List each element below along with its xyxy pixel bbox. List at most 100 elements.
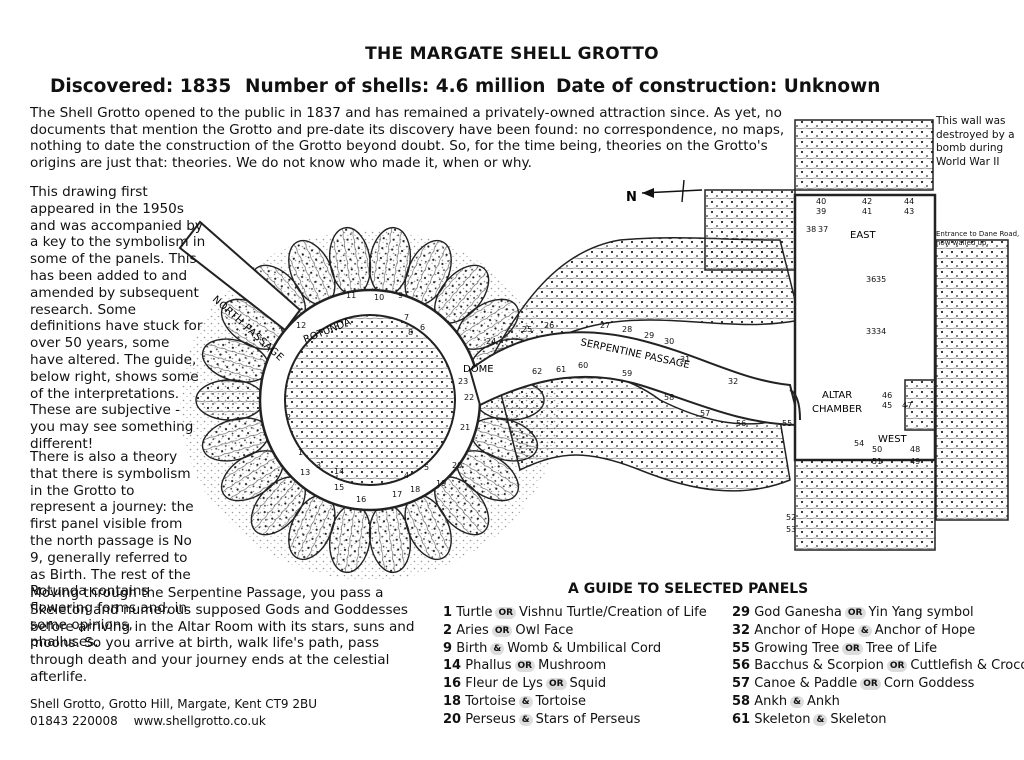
panel-number: 24 bbox=[486, 337, 496, 346]
panel-number: 45 bbox=[882, 401, 892, 410]
panel-number: 35 bbox=[876, 275, 886, 284]
compass-arrowhead bbox=[642, 188, 654, 198]
construction-stat: Date of construction: Unknown bbox=[556, 76, 881, 97]
guide-entry: 20 Perseus&Stars of Perseus bbox=[443, 711, 641, 727]
panel-number: 59 bbox=[622, 369, 632, 378]
address-block: Shell Grotto, Grotto Hill, Margate, Kent… bbox=[30, 696, 317, 730]
guide-title: A GUIDE TO SELECTED PANELS bbox=[568, 581, 809, 597]
panel-number: 50 bbox=[872, 445, 882, 454]
altar-panel bbox=[904, 379, 936, 431]
panel-number: 58 bbox=[664, 393, 674, 402]
panel-number: 26 bbox=[544, 321, 554, 330]
contact-line: 01843 220008 www.shellgrotto.co.uk bbox=[30, 713, 317, 730]
panel-number: 21 bbox=[460, 423, 470, 432]
panel-number: 4 bbox=[404, 471, 409, 480]
compass-tick bbox=[681, 179, 685, 203]
panel-number: 6 bbox=[420, 323, 425, 332]
panel-number: 40 bbox=[816, 197, 826, 206]
website-link[interactable]: www.shellgrotto.co.uk bbox=[133, 714, 266, 728]
history-paragraph: This drawing first appeared in the 1950s… bbox=[30, 184, 206, 452]
panel-number: 9 bbox=[398, 291, 403, 300]
panel-number: 60 bbox=[578, 361, 588, 370]
entrance-note: Entrance to Dane Road, now walled up. bbox=[936, 230, 1020, 247]
panel-number: 37 bbox=[818, 225, 828, 234]
panel-number: 1 bbox=[298, 448, 303, 457]
panel-number: 28 bbox=[622, 325, 632, 334]
panel-number: 48 bbox=[910, 445, 920, 454]
page-title: THE MARGATE SHELL GROTTO bbox=[365, 44, 659, 64]
panel-number: 20 bbox=[452, 461, 462, 470]
rotunda-petal bbox=[195, 379, 265, 421]
panel-number: 23 bbox=[458, 377, 468, 386]
panel-number: 31 bbox=[680, 355, 690, 364]
panel-number: 27 bbox=[600, 321, 610, 330]
panel-number: 56 bbox=[736, 419, 746, 428]
guide-entry: 58 Ankh&Ankh bbox=[732, 693, 840, 709]
panel-number: 2 bbox=[286, 413, 291, 422]
panel-number: 30 bbox=[664, 337, 674, 346]
panel-number: 47 bbox=[902, 401, 912, 410]
panel-number: 25 bbox=[522, 325, 532, 334]
panel-number: 19 bbox=[436, 479, 446, 488]
panel-number: 53 bbox=[786, 525, 796, 534]
panel-number: 29 bbox=[644, 331, 654, 340]
panel-number: 49 bbox=[910, 457, 920, 466]
panel-number: 16 bbox=[356, 495, 366, 504]
shells-stat: Number of shells: 4.6 million bbox=[245, 76, 546, 97]
journey-paragraph: Moving through the Serpentine Passage, y… bbox=[30, 585, 415, 685]
chamber-label: CHAMBER bbox=[812, 404, 862, 415]
altar-label: ALTAR bbox=[822, 390, 852, 401]
panel-number: 13 bbox=[300, 468, 310, 477]
panel-number: 3 bbox=[316, 461, 321, 470]
east-wall-panels bbox=[935, 239, 1009, 521]
phone-number: 01843 220008 bbox=[30, 714, 118, 728]
panel-number: 32 bbox=[728, 377, 738, 386]
panel-number: 57 bbox=[700, 409, 710, 418]
panel-number: 34 bbox=[876, 327, 886, 336]
symbolism-paragraph: There is also a theory that there is sym… bbox=[30, 449, 194, 650]
panel-number: 11 bbox=[346, 291, 356, 300]
east-label: EAST bbox=[850, 230, 877, 241]
panel-number: 33 bbox=[866, 327, 876, 336]
panel-number: 44 bbox=[904, 197, 914, 206]
west-label: WEST bbox=[878, 434, 908, 445]
panel-number: 15 bbox=[334, 483, 344, 492]
west-wall-panels bbox=[794, 459, 936, 551]
north-passage-outline bbox=[178, 220, 302, 332]
panel-number: 22 bbox=[464, 393, 474, 402]
panel-number: 36 bbox=[866, 275, 876, 284]
discovered-stat: Discovered: 1835 bbox=[50, 76, 232, 97]
panel-number: 54 bbox=[854, 439, 864, 448]
panel-number: 10 bbox=[374, 293, 384, 302]
dome-label: DOME bbox=[463, 364, 494, 375]
panel-number: 55 bbox=[782, 419, 792, 428]
altar-arch bbox=[789, 389, 801, 421]
compass-label: N bbox=[626, 190, 637, 205]
guide-entry: 18 Tortoise&Tortoise bbox=[443, 693, 587, 709]
guide-entry: 61 Skeleton&Skeleton bbox=[732, 711, 887, 727]
panel-number: 18 bbox=[410, 485, 420, 494]
panel-number: 51 bbox=[872, 457, 882, 466]
destroyed-wall-panels bbox=[794, 119, 934, 191]
intro-paragraph: The Shell Grotto opened to the public in… bbox=[30, 105, 785, 171]
panel-number: 12 bbox=[296, 321, 306, 330]
panel-number: 14 bbox=[334, 467, 344, 476]
panel-number: 38 bbox=[806, 225, 816, 234]
panel-number: 39 bbox=[816, 207, 826, 216]
panel-number: 41 bbox=[862, 207, 872, 216]
panel-number: 8 bbox=[408, 328, 413, 337]
guide-entry: 9 Birth&Womb & Umbilical Cord bbox=[443, 640, 662, 656]
panel-number: 52 bbox=[786, 513, 796, 522]
panel-number: 61 bbox=[556, 365, 566, 374]
